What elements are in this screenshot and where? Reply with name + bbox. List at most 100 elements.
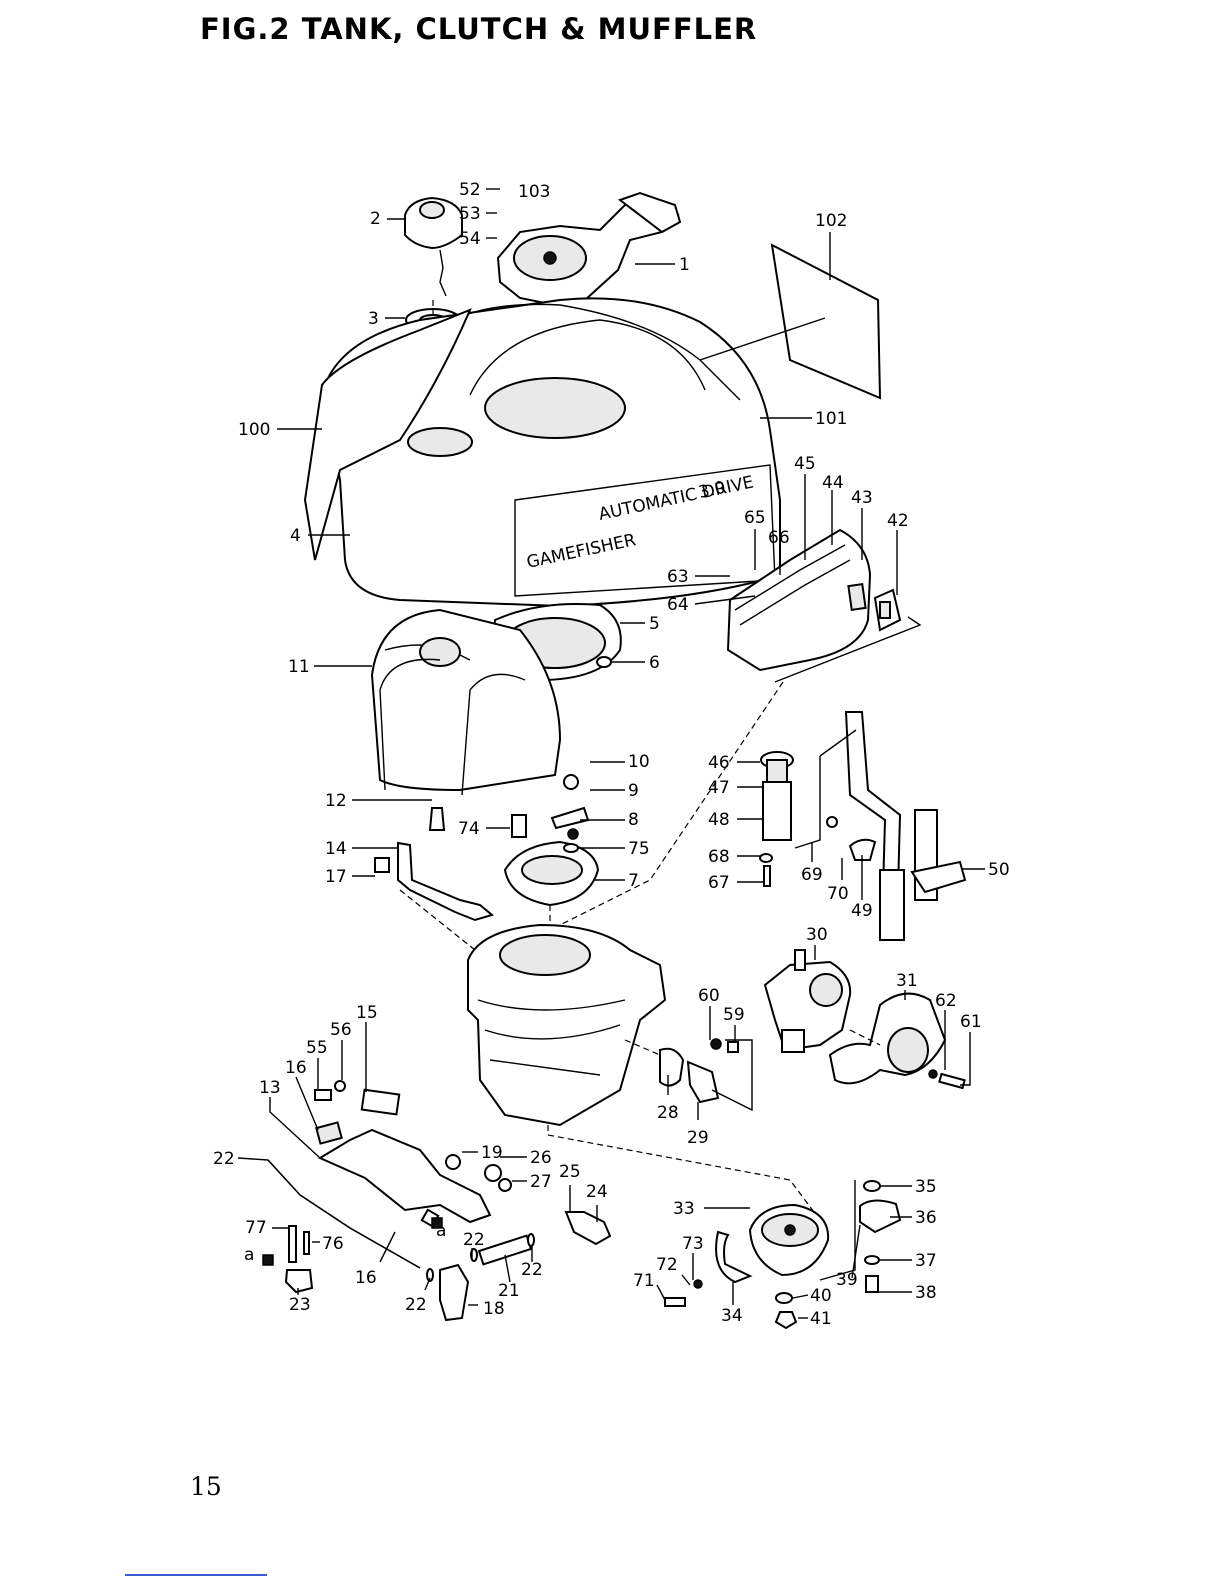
bracket [397, 841, 495, 922]
callout: 5 [649, 614, 660, 634]
callout: 25 [559, 1162, 581, 1182]
pad-15 [360, 1088, 401, 1116]
callout: 67 [708, 873, 730, 893]
callout: 53 [459, 204, 481, 224]
callout: 39 [836, 1270, 858, 1290]
left-decal [303, 308, 472, 561]
callout: 12 [325, 791, 347, 811]
callout: 10 [628, 752, 650, 772]
callout: 59 [723, 1005, 745, 1025]
callout: 46 [708, 753, 730, 773]
callout: 22 [463, 1230, 485, 1250]
callout: 9 [628, 781, 639, 801]
callout: 22 [405, 1295, 427, 1315]
recoil-starter [496, 191, 682, 307]
engine-block [467, 923, 667, 1127]
grommet [596, 656, 612, 668]
callout: 18 [483, 1299, 505, 1319]
callout: 23 [289, 1295, 311, 1315]
callout: 16 [285, 1058, 307, 1078]
callout: 35 [915, 1177, 937, 1197]
clutch-spring [715, 1230, 753, 1284]
callout: 38 [915, 1283, 937, 1303]
callout: 4 [290, 526, 301, 546]
callout: 68 [708, 847, 730, 867]
exhaust-tube [762, 781, 792, 841]
callout: 40 [810, 1286, 832, 1306]
callout: 21 [498, 1281, 520, 1301]
callout: 50 [988, 860, 1010, 880]
callout: 70 [827, 884, 849, 904]
fuel-connector [564, 1211, 612, 1246]
callout: 41 [810, 1309, 832, 1329]
callout: 77 [245, 1218, 267, 1238]
fuel-cap [404, 196, 463, 297]
callout: 19 [481, 1143, 503, 1163]
callout: 55 [306, 1038, 328, 1058]
callout: 15 [356, 1003, 378, 1023]
callout: 11 [288, 657, 310, 677]
carburetor [763, 949, 852, 1053]
callout: 29 [687, 1128, 709, 1148]
callout: 30 [806, 925, 828, 945]
callout: 27 [530, 1172, 552, 1192]
callout: 17 [325, 867, 347, 887]
callout: 34 [721, 1306, 743, 1326]
callout: 2 [370, 209, 381, 229]
callout: 33 [673, 1199, 695, 1219]
callout: 75 [628, 839, 650, 859]
callout: 103 [518, 182, 550, 202]
callout: 48 [708, 810, 730, 830]
exhaust-pipe [844, 711, 902, 891]
muffler-cover [726, 528, 902, 672]
screw-10 [563, 774, 579, 790]
bolt-61 [938, 1072, 966, 1090]
leader-lines [237, 188, 985, 1319]
callout: 66 [768, 528, 790, 548]
callout: 44 [822, 473, 844, 493]
callout: 24 [586, 1182, 608, 1202]
callout: 56 [330, 1020, 352, 1040]
callout: 60 [698, 986, 720, 1006]
callout: a [436, 1221, 446, 1241]
callout: 69 [801, 865, 823, 885]
callout: a [244, 1245, 254, 1265]
callout: 26 [530, 1148, 552, 1168]
fuel-tank [370, 608, 562, 796]
callout: 47 [708, 778, 730, 798]
air-intake [828, 992, 947, 1085]
callout: 54 [459, 229, 481, 249]
callout: 37 [915, 1251, 937, 1271]
pipe-sleeve [879, 869, 905, 941]
callout: 28 [657, 1103, 679, 1123]
callout: 49 [851, 901, 873, 921]
callout: 16 [355, 1268, 377, 1288]
callout: 61 [960, 1012, 982, 1032]
bolt-55 [314, 1089, 332, 1101]
tank-strap [428, 807, 446, 831]
callout: 1 [679, 255, 690, 275]
callout: 52 [459, 180, 481, 200]
callout: 63 [667, 567, 689, 587]
callout: 42 [887, 511, 909, 531]
callout: 65 [744, 508, 766, 528]
callout: 102 [815, 211, 847, 231]
callout: 62 [935, 991, 957, 1011]
screw-71 [664, 1297, 686, 1307]
callout: 43 [851, 488, 873, 508]
clutch-shoe [859, 1199, 902, 1234]
callout: 73 [682, 1234, 704, 1254]
fuel-filter [439, 1263, 470, 1322]
callout: 22 [521, 1260, 543, 1280]
callout: 36 [915, 1208, 937, 1228]
callout: 7 [628, 871, 639, 891]
intake-manifold [686, 1060, 720, 1104]
callout: 13 [259, 1078, 281, 1098]
clip [374, 857, 390, 873]
callout: 74 [458, 819, 480, 839]
pipe-clamp [910, 860, 967, 894]
callout: 22 [213, 1149, 235, 1169]
callout: 72 [656, 1255, 678, 1275]
callout: 6 [649, 653, 660, 673]
callout: 3 [368, 309, 379, 329]
